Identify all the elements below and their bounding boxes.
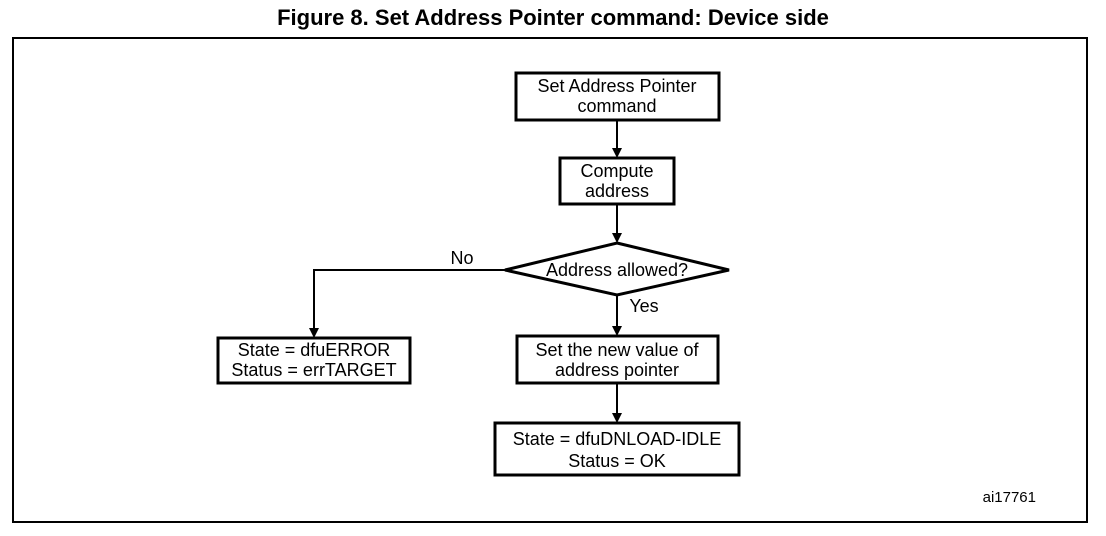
set-value-box: Set the new value of address pointer: [515, 334, 720, 385]
decision-diamond: Address allowed?: [504, 241, 730, 297]
error-state-line1: State = dfuERROR: [238, 340, 391, 360]
idle-state-box: State = dfuDNLOAD-IDLE Status = OK: [493, 421, 741, 477]
decision-label: Address allowed?: [546, 260, 688, 280]
compute-box-line2: address: [585, 181, 649, 201]
figure-reference-id: ai17761: [983, 489, 1036, 506]
connector-no-branch: [313, 269, 505, 328]
decision-yes-label: Yes: [629, 296, 658, 316]
compute-box: Compute address: [558, 156, 676, 206]
figure-frame: [12, 37, 1088, 523]
arrowhead-idle: [612, 413, 622, 423]
idle-state-line1: State = dfuDNLOAD-IDLE: [513, 429, 722, 449]
arrowhead-decision: [612, 233, 622, 243]
figure-title: Figure 8. Set Address Pointer command: D…: [277, 5, 829, 30]
error-state-line2: Status = errTARGET: [231, 360, 396, 380]
idle-state-line2: Status = OK: [568, 451, 666, 471]
set-value-line1: Set the new value of: [535, 340, 699, 360]
error-state-box: State = dfuERROR Status = errTARGET: [216, 336, 412, 385]
start-box-line2: command: [577, 96, 656, 116]
arrowhead-error: [309, 328, 319, 338]
set-value-line2: address pointer: [555, 360, 679, 380]
compute-box-line1: Compute: [580, 161, 653, 181]
start-box-line1: Set Address Pointer: [537, 76, 696, 96]
start-box: Set Address Pointer command: [514, 71, 721, 122]
decision-no-label: No: [450, 248, 473, 268]
arrowhead-compute: [612, 148, 622, 158]
arrowhead-set-value: [612, 326, 622, 336]
